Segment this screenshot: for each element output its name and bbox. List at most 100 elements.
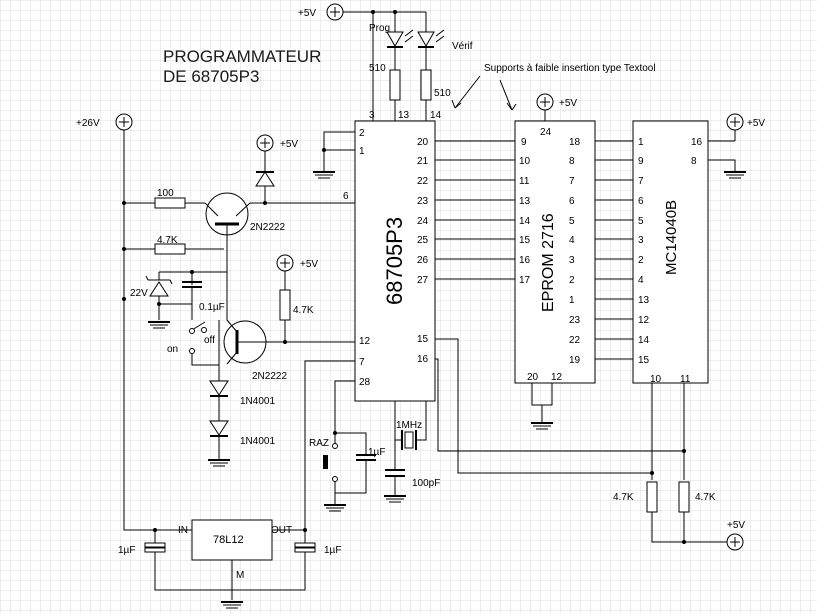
- eprom-pin-18: 18: [569, 137, 581, 148]
- resistor-47k-horizontal: [154, 243, 186, 255]
- eprom-pin-17: 17: [519, 275, 531, 286]
- resistor-47k-pullup-b-label: 4.7K: [695, 492, 716, 503]
- eprom-pin-9: 9: [521, 137, 527, 148]
- eprom-pin-6: 6: [569, 196, 575, 207]
- zener-label: 22V: [130, 288, 148, 299]
- cap-1uf-out-label: 1µF: [324, 545, 341, 556]
- regulator-label: 78L12: [213, 534, 244, 546]
- resistor-47k-pullup-a: [646, 481, 658, 513]
- mcu-pin-22: 22: [417, 176, 429, 187]
- counter-pin-16: 16: [691, 137, 703, 148]
- crystal-1mhz: [401, 430, 417, 450]
- data-bus-wires: [435, 140, 736, 360]
- regulator-m-label: M: [236, 570, 244, 581]
- counter-pin-3: 3: [638, 235, 644, 246]
- counter-pin-4: 4: [638, 275, 644, 286]
- eprom-pin-22: 22: [569, 335, 581, 346]
- eprom-vcc-label: +5V: [559, 98, 577, 109]
- raz-pushbutton[interactable]: [323, 443, 338, 482]
- resistor-47k-pullup-a-label: 4.7K: [613, 492, 634, 503]
- mcu-pin-13: 13: [398, 110, 410, 121]
- eprom-vcc-supply: [536, 93, 554, 111]
- mcu-pin-2: 2: [359, 128, 365, 139]
- resistor-510-a-label: 510: [369, 63, 386, 74]
- cap-100pf-label: 100pF: [412, 478, 440, 489]
- pullup-vcc-supply: [726, 533, 744, 551]
- eprom-label: EPROM 2716: [540, 213, 557, 312]
- resistor-510-b: [420, 69, 432, 101]
- counter-pin-10: 10: [650, 374, 662, 385]
- mcu-pin-24: 24: [417, 216, 429, 227]
- counter-pin-6: 6: [638, 196, 644, 207]
- counter-vcc-supply: [726, 113, 744, 131]
- counter-pin-9: 9: [638, 156, 644, 167]
- q1-vcc-label: +5V: [280, 139, 298, 150]
- counter-label: MC14040B: [663, 200, 680, 275]
- eprom-pin-1: 1: [569, 295, 575, 306]
- counter-pin-8: 8: [691, 156, 697, 167]
- counter-pin-1: 1: [638, 137, 644, 148]
- top-vcc-label: +5V: [298, 8, 316, 19]
- mcu-pin-12: 12: [359, 336, 371, 347]
- mcu-pin-7: 7: [359, 357, 365, 368]
- transistor-q1-label: 2N2222: [250, 222, 285, 233]
- resistor-47k-vertical: [279, 289, 291, 321]
- transistor-q1: [204, 192, 251, 249]
- counter-pin-2: 2: [638, 255, 644, 266]
- counter-pin-7: 7: [638, 176, 644, 187]
- resistor-510-a: [389, 69, 401, 101]
- title-line2: DE 68705P3: [163, 67, 259, 86]
- eprom-pin-8: 8: [569, 156, 575, 167]
- mcu-pin-16: 16: [417, 354, 429, 365]
- eprom-pin-20: 20: [527, 372, 539, 383]
- eprom-box: [514, 120, 596, 384]
- mcu-pin-6: 6: [343, 191, 349, 202]
- eprom-pin-5: 5: [569, 216, 575, 227]
- q1-vcc-supply: [256, 134, 274, 152]
- eprom-pin-2: 2: [569, 275, 575, 286]
- led-prog-label: Prog: [369, 23, 390, 34]
- eprom-pin-10: 10: [519, 156, 531, 167]
- eprom-pin-4: 4: [569, 235, 575, 246]
- mcu-pin-15: 15: [417, 334, 429, 345]
- mcu-pin-28: 28: [359, 377, 371, 388]
- v26-label: +26V: [76, 118, 100, 129]
- mcu-pin-1: 1: [359, 146, 365, 157]
- eprom-pin-15: 15: [519, 235, 531, 246]
- resistor-47k-vertical-label: 4.7K: [293, 305, 314, 316]
- title-line1: PROGRAMMATEUR: [163, 47, 321, 66]
- mcu-pin-14: 14: [430, 110, 442, 121]
- switch-on-label: on: [167, 344, 178, 355]
- resistor-510-b-label: 510: [434, 88, 451, 99]
- regulator-78l12: [191, 519, 273, 561]
- diode-1n4001-b: [209, 420, 229, 436]
- resistor-47k-pullup-b: [678, 481, 690, 513]
- counter-pin-13: 13: [638, 295, 650, 306]
- mcu-pin-23: 23: [417, 196, 429, 207]
- crystal-label: 1MHz: [396, 420, 422, 431]
- resistor-100: [154, 197, 186, 209]
- diode-1n4001-a: [209, 380, 229, 396]
- eprom-pin-24: 24: [540, 127, 552, 138]
- v26-supply: [115, 113, 133, 131]
- textool-note: Supports à faible insertion type Textool: [484, 63, 656, 74]
- mcu-pin-26: 26: [417, 255, 429, 266]
- mcu-pin-3: 3: [369, 110, 375, 121]
- resistor-100-label: 100: [157, 188, 174, 199]
- diode-1n4001-a-label: 1N4001: [240, 396, 275, 407]
- mcu-label: 68705P3: [382, 217, 407, 305]
- counter-vcc-label: +5V: [747, 118, 765, 129]
- counter-pin-15: 15: [638, 355, 650, 366]
- top-vcc-supply: [326, 3, 344, 21]
- led-verif-label: Vérif: [452, 41, 473, 52]
- regulator-in-label: IN: [178, 525, 188, 536]
- transistor-q2: [223, 319, 267, 365]
- counter-box: [632, 120, 709, 384]
- cap-1uf-out: [294, 542, 316, 553]
- eprom-pin-13: 13: [519, 196, 531, 207]
- zener-diode: [149, 281, 169, 297]
- eprom-pin-16: 16: [519, 255, 531, 266]
- raz-label: RAZ: [309, 438, 329, 449]
- diode-1n4001-b-label: 1N4001: [240, 436, 275, 447]
